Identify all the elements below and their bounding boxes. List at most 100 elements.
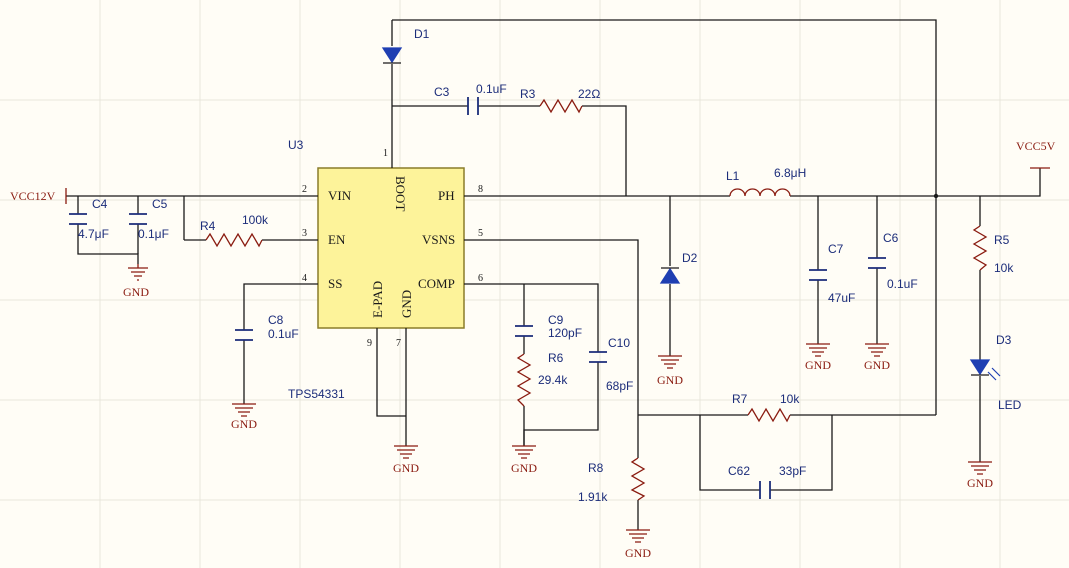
capacitor-c62[interactable]: C62 33pF <box>728 464 806 499</box>
svg-text:10k: 10k <box>994 261 1014 275</box>
power-port-vcc5v[interactable]: VCC5V <box>1016 139 1056 169</box>
svg-text:L1: L1 <box>726 169 740 183</box>
pin-name-epad: E-PAD <box>370 281 385 318</box>
gnd-symbol-c7: GND <box>805 343 831 372</box>
pin-name-gnd: GND <box>399 290 414 318</box>
pin-name-vsns: VSNS <box>422 232 455 247</box>
power-port-vcc12v[interactable]: VCC12V <box>10 188 67 204</box>
svg-text:R3: R3 <box>520 87 536 101</box>
capacitor-c3[interactable]: C3 0.1uF <box>434 82 507 115</box>
svg-text:R8: R8 <box>588 461 604 475</box>
capacitor-c8[interactable]: C8 0.1uF <box>235 313 299 341</box>
svg-text:R7: R7 <box>732 392 748 406</box>
gnd-symbol-ic: GND <box>393 445 419 475</box>
svg-text:68pF: 68pF <box>606 379 633 393</box>
gnd-symbol-d2: GND <box>657 355 683 387</box>
pin-number-3: 3 <box>302 228 307 239</box>
diode-d2[interactable]: D2 <box>659 251 698 284</box>
svg-text:29.4k: 29.4k <box>538 373 568 387</box>
ic-part-label: TPS54331 <box>288 387 345 401</box>
pin-name-comp: COMP <box>418 276 455 291</box>
ic-tps54331[interactable]: U3 TPS54331 VIN EN SS PH VSNS COMP BOOT … <box>288 138 483 401</box>
capacitor-c9[interactable]: C9 120pF <box>515 313 582 340</box>
svg-text:GND: GND <box>511 461 537 475</box>
svg-text:R5: R5 <box>994 233 1010 247</box>
gnd-symbol-r8: GND <box>625 529 651 560</box>
resistor-r3[interactable]: R3 22Ω <box>520 87 600 114</box>
svg-text:D2: D2 <box>682 251 698 265</box>
svg-text:R4: R4 <box>200 219 216 233</box>
gnd-symbol-ss: GND <box>231 403 257 431</box>
svg-text:GND: GND <box>805 358 831 372</box>
pin-number-4: 4 <box>302 273 307 284</box>
svg-text:GND: GND <box>864 358 890 372</box>
svg-text:C4: C4 <box>92 197 108 211</box>
pin-number-5: 5 <box>478 228 483 239</box>
pin-number-2: 2 <box>302 184 307 195</box>
gnd-symbol-led: GND <box>967 461 993 490</box>
svg-text:4.7μF: 4.7μF <box>78 227 109 241</box>
svg-text:GND: GND <box>657 373 683 387</box>
led-d3[interactable]: D3 LED <box>969 333 1022 412</box>
svg-text:100k: 100k <box>242 213 269 227</box>
capacitor-c6[interactable]: C6 0.1uF <box>868 231 918 291</box>
inductor-l1[interactable]: L1 6.8μH <box>726 166 806 197</box>
pin-name-ss: SS <box>328 276 342 291</box>
svg-text:C62: C62 <box>728 464 750 478</box>
capacitor-c10[interactable]: C10 68pF <box>589 336 633 393</box>
svg-text:D3: D3 <box>996 333 1012 347</box>
svg-text:GND: GND <box>625 546 651 560</box>
capacitor-c5[interactable]: C5 0.1μF <box>129 197 169 241</box>
capacitor-c4[interactable]: C4 4.7μF <box>69 197 109 241</box>
svg-text:LED: LED <box>998 398 1022 412</box>
svg-text:0.1uF: 0.1uF <box>268 327 299 341</box>
svg-text:C7: C7 <box>828 242 844 256</box>
svg-text:0.1μF: 0.1μF <box>138 227 169 241</box>
vcc5v-label: VCC5V <box>1016 139 1056 153</box>
diode-d1[interactable]: D1 <box>381 27 430 64</box>
resistor-r5[interactable]: R5 10k <box>972 225 1014 275</box>
svg-text:GND: GND <box>231 417 257 431</box>
svg-text:C8: C8 <box>268 313 284 327</box>
pin-number-9: 9 <box>367 338 372 349</box>
svg-text:6.8μH: 6.8μH <box>774 166 806 180</box>
resistor-r7[interactable]: R7 10k <box>732 392 800 423</box>
gnd-symbol-comp: GND <box>511 445 537 475</box>
svg-text:GND: GND <box>967 476 993 490</box>
svg-text:R6: R6 <box>548 351 564 365</box>
resistor-r4[interactable]: R4 100k <box>200 213 269 248</box>
svg-text:C5: C5 <box>152 197 168 211</box>
pin-number-6: 6 <box>478 273 483 284</box>
svg-text:47uF: 47uF <box>828 291 855 305</box>
svg-text:D1: D1 <box>414 27 430 41</box>
pin-name-en: EN <box>328 232 346 247</box>
pin-name-ph: PH <box>438 188 455 203</box>
svg-text:GND: GND <box>123 285 149 299</box>
svg-text:0.1uF: 0.1uF <box>887 277 918 291</box>
svg-text:1.91k: 1.91k <box>578 490 608 504</box>
svg-text:0.1uF: 0.1uF <box>476 82 507 96</box>
pin-name-vin: VIN <box>328 188 352 203</box>
pin-number-1: 1 <box>383 148 388 159</box>
svg-text:22Ω: 22Ω <box>578 87 600 101</box>
resistor-r6[interactable]: R6 29.4k <box>516 351 568 407</box>
capacitor-c7[interactable]: C7 47uF <box>809 242 855 305</box>
pin-number-8: 8 <box>478 184 483 195</box>
svg-text:GND: GND <box>393 461 419 475</box>
svg-text:C6: C6 <box>883 231 899 245</box>
vcc12v-label: VCC12V <box>10 189 56 203</box>
svg-text:33pF: 33pF <box>779 464 806 478</box>
wires <box>66 19 1041 530</box>
svg-text:C10: C10 <box>608 336 630 350</box>
pin-number-7: 7 <box>396 338 401 349</box>
gnd-symbol-input: GND <box>123 264 149 299</box>
pin-name-boot: BOOT <box>393 176 408 211</box>
svg-text:C9: C9 <box>548 313 564 327</box>
svg-text:C3: C3 <box>434 85 450 99</box>
ic-ref-label: U3 <box>288 138 304 152</box>
svg-text:10k: 10k <box>780 392 800 406</box>
svg-text:120pF: 120pF <box>548 326 582 340</box>
gnd-symbol-c6: GND <box>864 343 890 372</box>
resistor-r8[interactable]: R8 1.91k <box>578 457 646 504</box>
